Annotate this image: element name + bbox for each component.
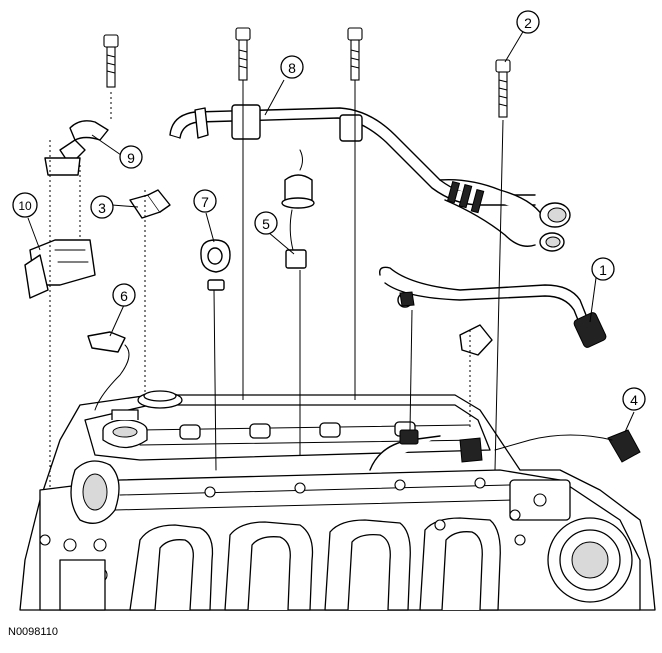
callout-4-label: 4 xyxy=(630,392,638,408)
callout-6-label: 6 xyxy=(120,288,128,304)
part-2-stud xyxy=(495,59,511,118)
engine-left-end xyxy=(39,460,120,611)
part-9-clip xyxy=(44,120,109,176)
intake-runners xyxy=(129,517,501,611)
part-5-sensor xyxy=(281,149,315,269)
oil-filler-cap xyxy=(102,409,148,449)
callout-2: 2 xyxy=(516,10,540,34)
callout-5-label: 5 xyxy=(262,216,270,232)
callout-6: 6 xyxy=(112,283,136,307)
callout-3-label: 3 xyxy=(98,200,106,216)
studs-top xyxy=(103,27,363,88)
callout-1-label: 1 xyxy=(599,262,607,278)
callout-8: 8 xyxy=(280,55,304,79)
callout-7-label: 7 xyxy=(201,194,209,210)
part-7-dipstick xyxy=(200,239,231,471)
part-6-sensor xyxy=(87,331,130,411)
callout-9: 9 xyxy=(119,145,143,169)
engine-assembly xyxy=(19,390,656,611)
callout-leaders xyxy=(27,29,635,433)
callout-10-label: 10 xyxy=(18,199,32,213)
callout-1: 1 xyxy=(591,257,615,281)
throttle-body xyxy=(509,479,633,603)
callout-8-label: 8 xyxy=(288,60,296,76)
alignment-lines xyxy=(49,80,504,490)
callout-4: 4 xyxy=(622,387,646,411)
part-3-clip xyxy=(129,189,171,219)
callout-9-label: 9 xyxy=(127,150,135,166)
callout-7: 7 xyxy=(193,189,217,213)
callout-10: 10 xyxy=(12,192,38,218)
part-4-connector xyxy=(494,429,641,463)
part-10-bracket xyxy=(24,239,96,299)
callout-3: 3 xyxy=(90,195,114,219)
part-8-coolant-tube xyxy=(169,104,571,252)
callout-5: 5 xyxy=(254,211,278,235)
callout-2-label: 2 xyxy=(524,15,532,31)
figure-id-label: N0098110 xyxy=(8,626,58,638)
part-1-breather-hose xyxy=(379,266,607,348)
